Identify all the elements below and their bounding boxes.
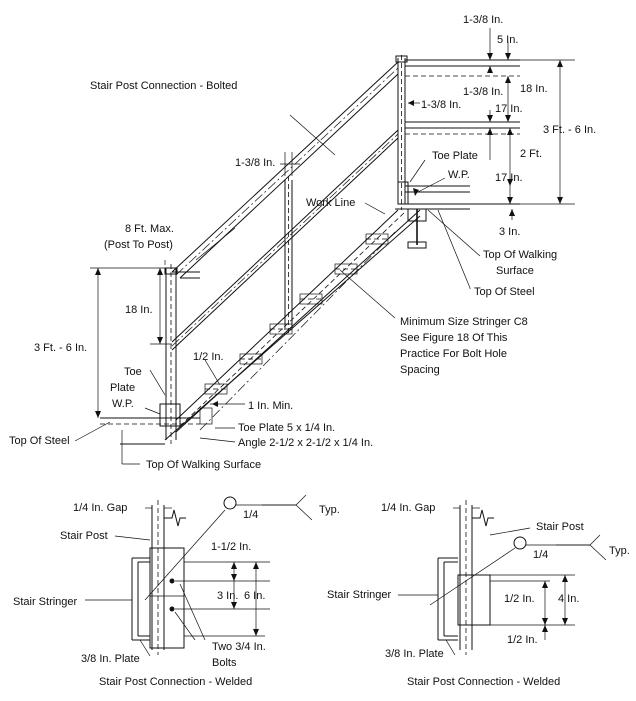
dim-1-3-8-mid: 1-3/8 In. bbox=[463, 86, 503, 98]
dim-4in: 4 In. bbox=[558, 593, 579, 605]
gap-right: 1/4 In. Gap bbox=[381, 502, 435, 514]
title-bolted: Stair Post Connection - Bolted bbox=[90, 80, 237, 92]
top-walking-right-2: Surface bbox=[496, 265, 534, 277]
plate-right: 3/8 In. Plate bbox=[385, 648, 444, 660]
wp-left: W.P. bbox=[112, 398, 134, 410]
stringer-line-2: See Figure 18 Of This bbox=[400, 332, 508, 344]
dim-5in: 5 In. bbox=[497, 34, 518, 46]
dim-3ft6-left: 3 Ft. - 6 In. bbox=[34, 342, 87, 354]
weld-quarter-left: 1/4 bbox=[243, 509, 258, 521]
detail-left bbox=[85, 494, 313, 657]
dim-6in: 6 In. bbox=[244, 590, 265, 602]
stair-stringer-left: Stair Stringer bbox=[13, 596, 78, 608]
right-post bbox=[395, 55, 408, 210]
dim-half-in: 1/2 In. bbox=[193, 351, 224, 363]
dim-18in-left: 18 In. bbox=[125, 304, 153, 316]
stair-stringer-right: Stair Stringer bbox=[327, 589, 392, 601]
dim-1-1-2: 1-1/2 In. bbox=[211, 541, 251, 553]
stair-post-left: Stair Post bbox=[60, 530, 108, 542]
dim-half-b: 1/2 In. bbox=[507, 634, 538, 646]
top-steel-right: Top Of Steel bbox=[474, 286, 535, 298]
caption-right: Stair Post Connection - Welded bbox=[407, 676, 560, 688]
toe-left-1: Toe bbox=[124, 366, 142, 378]
left-dimensions bbox=[90, 267, 245, 418]
left-platform bbox=[100, 417, 200, 445]
dim-3in-detail: 3 In. bbox=[217, 590, 238, 602]
text-labels: Stair Post Connection - Bolted 1-3/8 In.… bbox=[9, 14, 630, 688]
toe-plate-right: Toe Plate bbox=[432, 150, 478, 162]
dim-1-3-8-top: 1-3/8 In. bbox=[463, 14, 503, 26]
caption-left: Stair Post Connection - Welded bbox=[99, 676, 252, 688]
two-bolts-1: Two 3/4 In. bbox=[212, 641, 266, 653]
detail-right bbox=[398, 500, 607, 656]
top-walking-bottom: Top Of Walking Surface bbox=[146, 459, 261, 471]
one-in-min: 1 In. Min. bbox=[248, 400, 293, 412]
angle-spec: Angle 2-1/2 x 2-1/2 x 1/4 In. bbox=[238, 437, 373, 449]
dim-3in: 3 In. bbox=[499, 226, 520, 238]
top-walking-right-1: Top Of Walking bbox=[483, 249, 557, 261]
right-platform bbox=[395, 181, 520, 249]
dim-1-3-8-left: 1-3/8 In. bbox=[235, 157, 275, 169]
stringer-line-1: Minimum Size Stringer C8 bbox=[400, 316, 528, 328]
dim-17in-lower: 17 In. bbox=[495, 172, 523, 184]
stair-post-right: Stair Post bbox=[536, 521, 584, 533]
work-line: Work Line bbox=[306, 197, 355, 209]
typ-right: Typ. bbox=[609, 545, 630, 557]
typ-left: Typ. bbox=[319, 504, 340, 516]
top-steel-left: Top Of Steel bbox=[9, 435, 70, 447]
right-dimensions bbox=[280, 28, 575, 220]
max-8ft: 8 Ft. Max. bbox=[125, 223, 174, 235]
wp-right: W.P. bbox=[448, 169, 470, 181]
dim-1-3-8-side: 1-3/8 In. bbox=[421, 99, 461, 111]
stringer-line-4: Spacing bbox=[400, 364, 440, 376]
toe-plate-spec: Toe Plate 5 x 1/4 In. bbox=[238, 422, 335, 434]
dim-3ft6-right: 3 Ft. - 6 In. bbox=[543, 124, 596, 136]
dim-2ft: 2 Ft. bbox=[520, 148, 542, 160]
weld-quarter-right: 1/4 bbox=[533, 549, 548, 561]
right-rails bbox=[405, 59, 520, 193]
gap-left: 1/4 In. Gap bbox=[73, 502, 127, 514]
left-post bbox=[159, 264, 181, 444]
bolt-symbols bbox=[199, 233, 389, 425]
dim-18in-right: 18 In. bbox=[520, 83, 548, 95]
two-bolts-2: Bolts bbox=[212, 657, 237, 669]
stringer-line-3: Practice For Bolt Hole bbox=[400, 348, 507, 360]
plate-left: 3/8 In. Plate bbox=[81, 653, 140, 665]
main-elevation bbox=[74, 28, 575, 465]
leader-lines bbox=[74, 114, 481, 465]
mid-post bbox=[284, 176, 293, 335]
dim-17in-upper: 17 In. bbox=[495, 103, 523, 115]
dim-half-a: 1/2 In. bbox=[504, 593, 535, 605]
post-to-post: (Post To Post) bbox=[104, 239, 173, 251]
toe-left-2: Plate bbox=[110, 382, 135, 394]
